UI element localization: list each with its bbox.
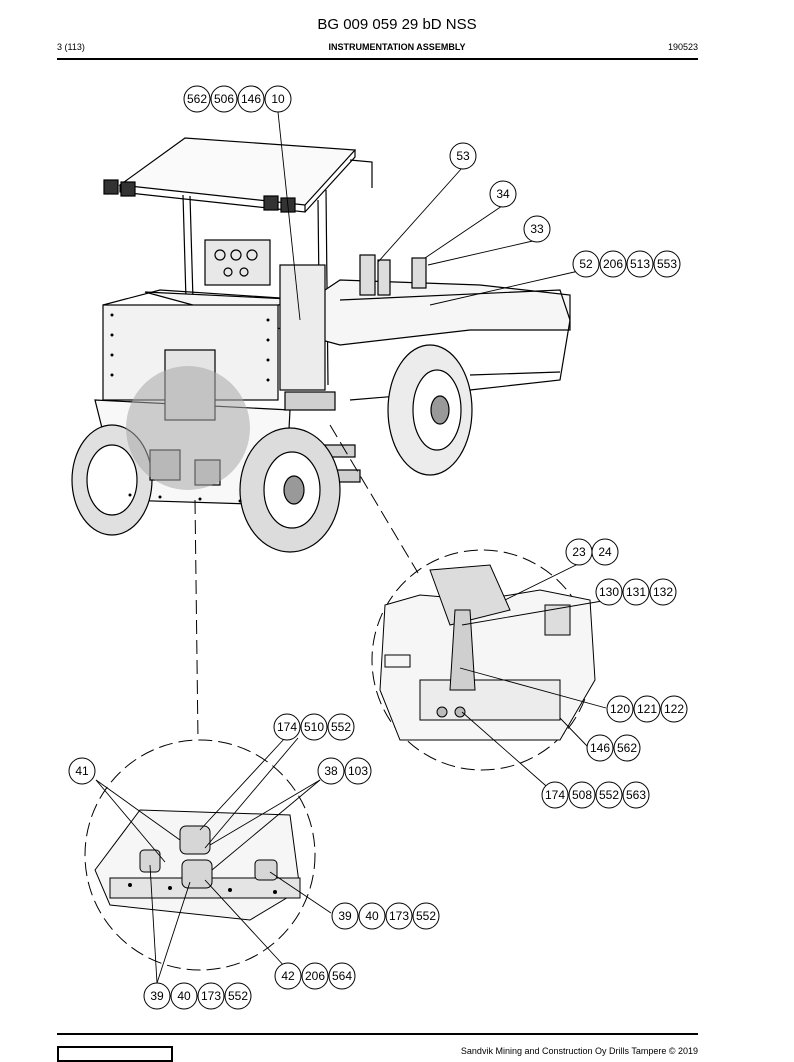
callout-label: 562	[617, 741, 637, 755]
detail-view-left	[84, 739, 316, 971]
callout-label: 41	[75, 764, 89, 778]
callout-label: 562	[187, 92, 207, 106]
callout-label: 173	[201, 989, 221, 1003]
callout-label: 513	[630, 257, 650, 271]
callout-label: 174	[277, 720, 297, 734]
footer-rule	[57, 1033, 698, 1035]
callout-label: 103	[348, 764, 368, 778]
callout-label: 120	[610, 702, 630, 716]
callout-label: 24	[598, 545, 612, 559]
callout-label: 38	[324, 764, 338, 778]
brand-logo	[57, 1046, 173, 1062]
callout-label: 40	[177, 989, 191, 1003]
callout-label: 39	[150, 989, 164, 1003]
callout-label: 132	[653, 585, 673, 599]
callout-label: 130	[599, 585, 619, 599]
callout-label: 122	[664, 702, 684, 716]
callout-label: 508	[572, 788, 592, 802]
callout-label: 34	[496, 187, 510, 201]
detail-view-right	[371, 549, 596, 771]
callout-label: 146	[590, 741, 610, 755]
callout-labels: 562 506 146 10 53 34 33 52 206 513 553 2…	[75, 92, 684, 1003]
detail-link-lines	[194, 424, 419, 741]
document-id: BG 009 059 29 bD NSS	[317, 16, 477, 33]
callout-label: 42	[281, 969, 295, 983]
revision-date: 190523	[667, 42, 698, 52]
callout-label: 33	[530, 222, 544, 236]
detail-highlight-area	[126, 366, 250, 490]
callout-label: 510	[304, 720, 324, 734]
callout-label: 53	[456, 149, 470, 163]
callout-label: 40	[365, 909, 379, 923]
callout-label: 552	[599, 788, 619, 802]
leader-lines	[95, 111, 609, 984]
callout-label: 23	[572, 545, 586, 559]
callout-label: 121	[637, 702, 657, 716]
callout-label: 52	[579, 257, 593, 271]
callout-label: 10	[271, 92, 285, 106]
callout-label: 552	[228, 989, 248, 1003]
callout-label: 506	[214, 92, 234, 106]
callout-label: 553	[657, 257, 677, 271]
callout-label: 563	[626, 788, 646, 802]
callout-label: 174	[545, 788, 565, 802]
callout-label: 564	[332, 969, 352, 983]
callout-label: 206	[603, 257, 623, 271]
callout-label: 146	[241, 92, 261, 106]
callout-label: 39	[338, 909, 352, 923]
callout-bubbles	[68, 85, 688, 1010]
callout-label: 206	[305, 969, 325, 983]
callout-label: 173	[389, 909, 409, 923]
page-number: 3 (113)	[57, 42, 85, 52]
callout-label: 131	[626, 585, 646, 599]
page-title: INSTRUMENTATION ASSEMBLY	[328, 42, 466, 52]
header-rule	[57, 58, 698, 60]
copyright-text: Sandvik Mining and Construction Oy Drill…	[460, 1046, 698, 1056]
callout-label: 552	[331, 720, 351, 734]
callout-label: 552	[416, 909, 436, 923]
